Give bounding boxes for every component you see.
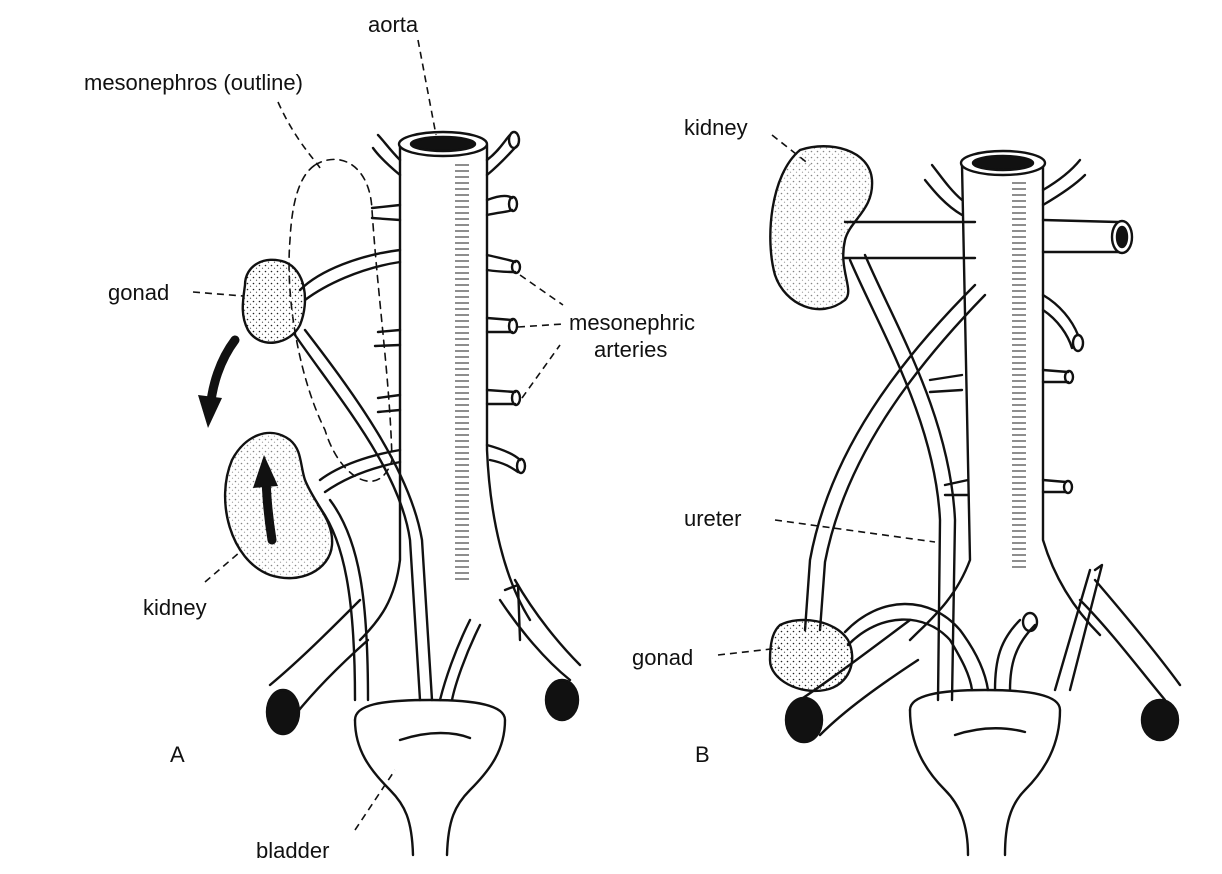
- bladder-a: [353, 698, 507, 857]
- panel-b-drawing: [768, 145, 1182, 857]
- kidney-a: [223, 431, 402, 702]
- bladder-b: [908, 688, 1062, 857]
- iliac-arteries-b: [784, 563, 1182, 744]
- panel-letter-b: B: [695, 742, 710, 767]
- leaders-a: [192, 39, 564, 831]
- label-gonad-a: gonad: [108, 280, 170, 305]
- label-aorta-a: aorta: [368, 12, 419, 37]
- label-mesonephric-line1: mesonephric: [569, 310, 695, 335]
- label-bladder-a: bladder: [256, 838, 330, 863]
- iliac-arteries-a: [265, 578, 582, 736]
- panel-a-drawing: [198, 130, 582, 857]
- label-mesonephric-line2: arteries: [594, 337, 668, 362]
- side-branches-b: [923, 158, 1134, 497]
- gonad-b: [768, 283, 990, 693]
- leaders-b: [717, 134, 936, 656]
- panel-letter-a: A: [170, 742, 185, 767]
- label-kidney-a: kidney: [143, 595, 207, 620]
- gonad-a: [241, 248, 434, 702]
- label-gonad-b: gonad: [632, 645, 694, 670]
- label-ureter-b: ureter: [684, 506, 742, 531]
- label-mesonephros-a: mesonephros (outline): [84, 70, 303, 95]
- mesonephros-outline: [288, 158, 393, 482]
- mesonephric-arteries-a: [370, 130, 527, 475]
- aorta-a: [358, 130, 532, 642]
- label-kidney-b: kidney: [684, 115, 748, 140]
- aorta-b: [908, 149, 1102, 642]
